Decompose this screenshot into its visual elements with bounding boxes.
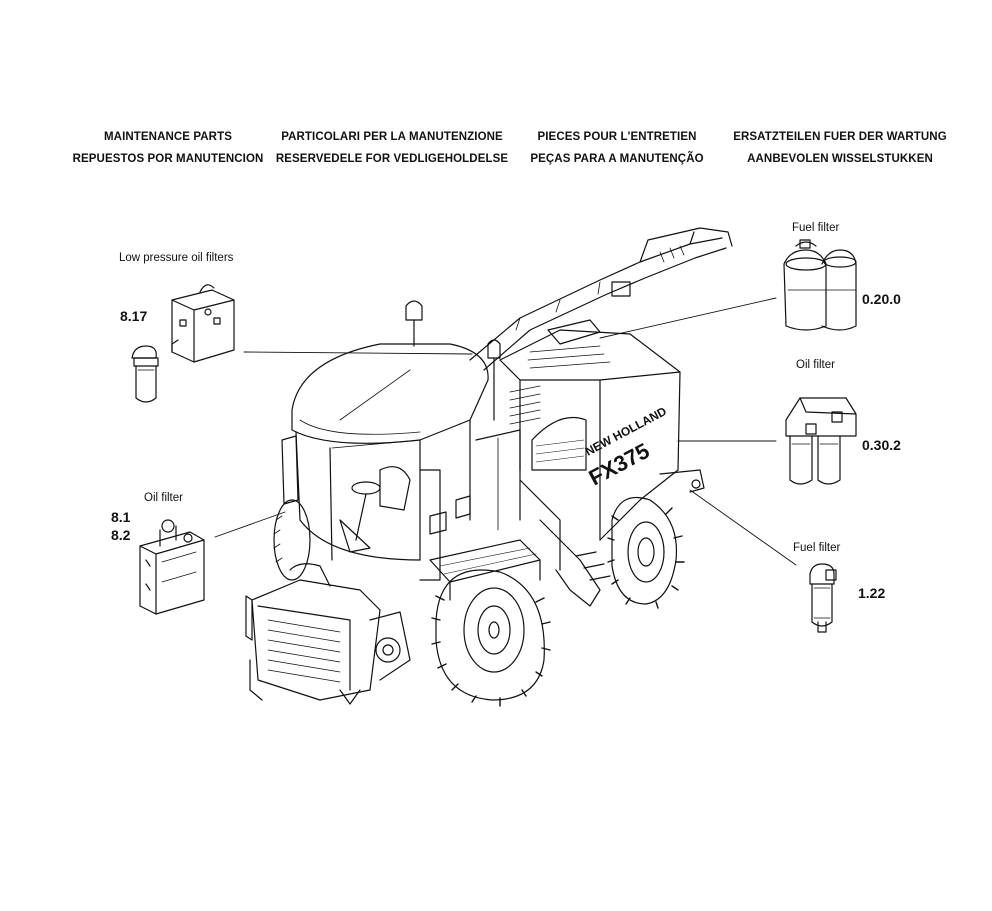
fuel-filter-bottom-label: Fuel filter <box>793 542 841 554</box>
header-line: RESERVEDELE FOR VEDLIGEHOLDELSE <box>275 153 509 165</box>
header-line: PARTICOLARI PER LA MANUTENZIONE <box>281 131 503 143</box>
rear-wheel <box>607 496 685 609</box>
front-left-wheel <box>273 499 311 581</box>
header-line: MAINTENANCE PARTS <box>104 131 232 143</box>
platform <box>429 479 611 607</box>
low-pressure-filter-assembly <box>131 284 235 403</box>
oil-filter-left-assembly <box>139 519 205 615</box>
spout <box>469 227 733 371</box>
oil-filter-right-label: Oil filter <box>796 359 835 371</box>
header-line: ERSATZTEILEN FUER DER WARTUNG <box>733 131 947 143</box>
low-pressure-filter-code: 8.17 <box>120 308 148 324</box>
front-right-wheel <box>431 569 551 707</box>
leader-lines <box>214 297 797 566</box>
header-line: PEÇAS PARA A MANUTENÇÃO <box>530 153 704 165</box>
leader-line-oil-filter-left <box>214 511 286 538</box>
leader-line-fuel-filter-bottom <box>689 489 797 566</box>
low-pressure-filter-label: Low pressure oil filters <box>119 252 234 264</box>
oil-filter-right-assembly <box>785 397 857 485</box>
leader-line-low-pressure <box>243 351 473 355</box>
oil-filter-left-code-2: 8.2 <box>111 527 131 543</box>
fuel-filter-bottom-code: 1.22 <box>858 585 886 601</box>
oil-filter-left-label: Oil filter <box>144 492 183 504</box>
fuel-filter-top-assembly <box>783 239 857 331</box>
header-line: PIECES POUR L'ENTRETIEN <box>537 131 697 143</box>
rear-arm <box>659 469 705 493</box>
header-column-italian-danish: PARTICOLARI PER LA MANUTENZIONE RESERVED… <box>276 126 508 170</box>
fuel-filter-top-label: Fuel filter <box>792 222 840 234</box>
engine-hood: NEW HOLLAND FX375 <box>487 329 681 541</box>
header-column-german-dutch: ERSATZTEILEN FUER DER WARTUNG AANBEVOLEN… <box>733 126 947 170</box>
front-feeder <box>245 563 411 705</box>
oil-filter-right-code: 0.30.2 <box>862 437 901 453</box>
header-line: AANBEVOLEN WISSELSTUKKEN <box>747 153 933 165</box>
fuel-filter-top-code: 0.20.0 <box>862 291 901 307</box>
header-line: REPUESTOS POR MANUTENCION <box>72 153 264 165</box>
fuel-filter-bottom-assembly <box>809 563 837 633</box>
oil-filter-left-code-1: 8.1 <box>111 509 131 525</box>
header-column-french-portuguese: PIECES POUR L'ENTRETIEN PEÇAS PARA A MAN… <box>530 126 703 170</box>
cab <box>281 300 521 581</box>
leader-line-fuel-filter-top <box>599 297 777 339</box>
header-column-english-spanish: MAINTENANCE PARTS REPUESTOS POR MANUTENC… <box>73 126 264 170</box>
